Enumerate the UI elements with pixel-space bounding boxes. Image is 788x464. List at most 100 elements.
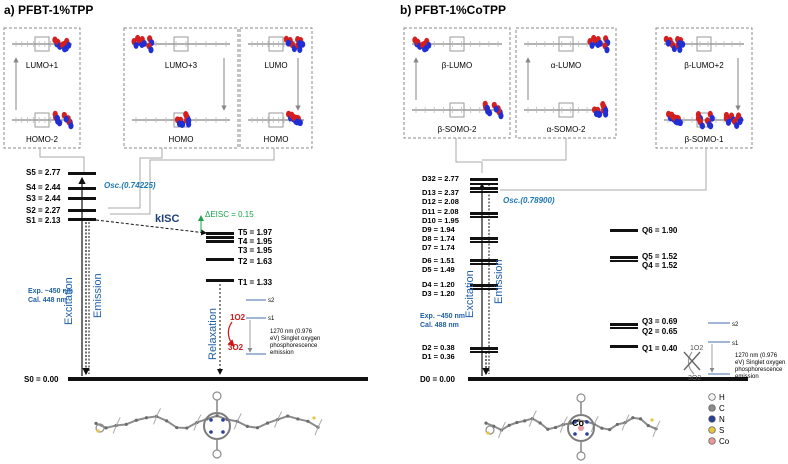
label-d2: D2 = 0.38 <box>422 343 455 352</box>
label-t5: T5 = 1.97 <box>238 228 273 237</box>
label-s3: S3 = 2.44 <box>26 194 61 203</box>
orbital-box-panel_b-1: β-LUMO β-SOMO-2 <box>403 27 511 139</box>
legend-swatch-co <box>708 437 716 445</box>
o2-singlet-a: 1O2 <box>230 313 246 322</box>
kisc-label: kISC <box>155 213 180 225</box>
level-s0 <box>68 377 368 381</box>
level-d3 <box>470 288 498 290</box>
exp-wavelength-b: Exp. ~450 nm <box>420 313 465 320</box>
orbital-lower-label: HOMO-2 <box>26 135 59 144</box>
relaxation-label: Relaxation <box>207 308 219 360</box>
phos-line-2-b: eV) Singlet oxygen <box>735 360 785 366</box>
excitation-label: Excitation <box>63 277 75 325</box>
panel-a-title: a) PFBT-1%TPP <box>4 3 93 17</box>
level-d0 <box>468 377 748 381</box>
level-t3 <box>206 240 234 243</box>
legend-swatch-h <box>708 393 716 401</box>
legend-label-s: S <box>719 426 724 435</box>
orbital-lower-label: HOMO <box>169 135 194 144</box>
emission-label: Emission <box>92 273 104 318</box>
label-d9: D9 = 1.94 <box>422 225 456 234</box>
level-q3 <box>610 323 638 326</box>
level-d32 <box>470 178 498 181</box>
label-t1: T1 = 1.33 <box>238 278 273 287</box>
phos-line-1-b: 1270 nm (0.976 <box>735 353 778 359</box>
orbital-upper-label: LUMO <box>264 61 287 70</box>
s2-label-a: s2 <box>268 298 275 304</box>
orbital-box-panel_a-3: LUMO HOMO <box>239 27 313 149</box>
level-t5 <box>206 232 234 235</box>
molecule-structure-a <box>94 391 323 459</box>
orbital-upper-label: LUMO+1 <box>26 61 59 70</box>
label-d3: D3 = 1.20 <box>422 289 455 298</box>
o2-singlet-b: 1O2 <box>690 345 703 352</box>
legend-label-co: Co <box>719 437 730 446</box>
orbital-lower-label: α-SOMO-2 <box>547 125 586 134</box>
phos-line-2-a: eV) Singlet oxygen <box>270 336 320 342</box>
cal-wavelength-b: Cal. 488 nm <box>420 322 459 329</box>
label-s4: S4 = 2.44 <box>26 183 61 192</box>
label-s5: S5 = 2.77 <box>26 168 61 177</box>
label-s2: S2 = 2.27 <box>26 206 61 215</box>
label-t2: T2 = 1.63 <box>238 257 273 266</box>
label-d4: D4 = 1.20 <box>422 280 455 289</box>
phos-line-3-b: phosphorescence <box>735 367 783 373</box>
orbital-lower-label: β-SOMO-1 <box>685 135 724 144</box>
level-d11 <box>470 191 498 193</box>
label-d6: D6 = 1.51 <box>422 256 455 265</box>
phos-line-4-a: emission <box>270 350 294 356</box>
cal-wavelength: Cal. 448 nm <box>28 297 67 304</box>
label-q1: Q1 = 0.40 <box>642 344 678 353</box>
label-s1: S1 = 2.13 <box>26 216 61 225</box>
phos-line-4-b: emission <box>735 374 759 380</box>
level-d4 <box>470 284 498 287</box>
orbital-upper-label: LUMO+3 <box>165 61 198 70</box>
legend-swatch-c <box>708 404 716 412</box>
osc-strength-b: Osc.(0.78900) <box>503 196 555 205</box>
orbital-lower-label: HOMO <box>264 135 289 144</box>
label-q6: Q6 = 1.90 <box>642 226 678 235</box>
label-d8: D8 = 1.74 <box>422 234 456 243</box>
level-d13 <box>470 183 498 185</box>
label-d0: D0 = 0.00 <box>420 375 455 384</box>
level-d1 <box>470 351 498 353</box>
osc-strength: Osc.(0.74225) <box>104 181 156 190</box>
phos-line-1-a: 1270 nm (0.976 <box>270 329 313 335</box>
label-d11: D11 = 2.08 <box>422 207 459 216</box>
orbital-upper-label: α-LUMO <box>551 61 581 70</box>
label-d12: D12 = 2.08 <box>422 197 459 206</box>
legend-label-c: C <box>719 404 725 413</box>
level-q6 <box>610 229 638 232</box>
legend-swatch-s <box>708 426 716 434</box>
level-s5 <box>68 172 96 175</box>
orbital-lower-label: β-SOMO-2 <box>438 125 477 134</box>
level-q1 <box>610 345 638 348</box>
level-d10 <box>470 212 498 215</box>
molecule-structure-b <box>484 393 661 461</box>
label-d13: D13 = 2.37 <box>422 188 459 197</box>
legend-swatch-n <box>708 415 716 423</box>
label-q3: Q3 = 0.69 <box>642 317 678 326</box>
label-q2: Q2 = 0.65 <box>642 327 678 336</box>
phos-line-3-a: phosphorescence <box>270 343 318 349</box>
level-d5 <box>470 263 498 265</box>
orbital-box-panel_b-3: β-LUMO+2 β-SOMO-1 <box>655 27 753 149</box>
panel-b-title: b) PFBT-1%CoTPP <box>400 3 506 17</box>
orbital-upper-label: β-LUMO+2 <box>684 61 724 70</box>
s1-label-b: s1 <box>732 341 739 347</box>
emission-label-b: Emission <box>493 259 505 304</box>
orbital-upper-label: β-LUMO <box>442 61 472 70</box>
level-d8 <box>470 237 498 240</box>
label-d10: D10 = 1.95 <box>422 216 459 225</box>
co-center-label: Co <box>572 418 584 428</box>
s2-label-b: s2 <box>732 322 739 328</box>
label-t3: T3 = 1.95 <box>238 246 273 255</box>
label-q5: Q5 = 1.52 <box>642 252 678 261</box>
level-q2 <box>610 327 638 329</box>
level-d6 <box>470 259 498 262</box>
